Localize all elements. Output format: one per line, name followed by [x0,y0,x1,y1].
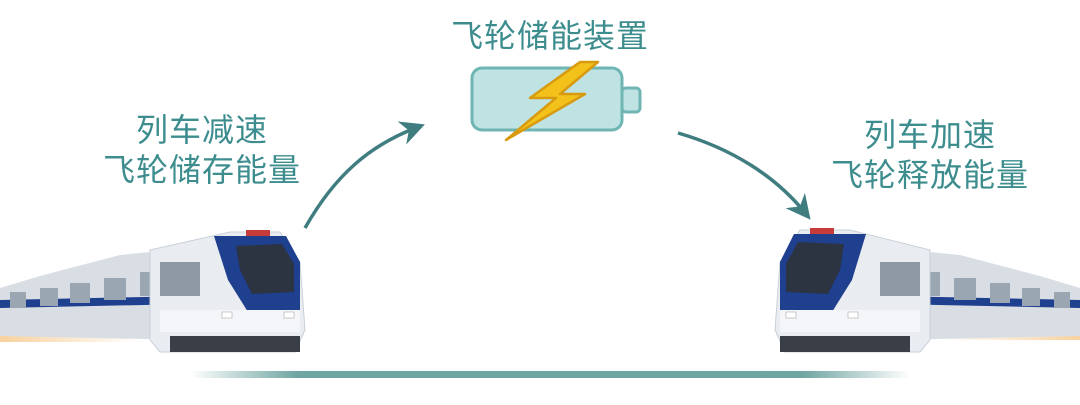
right-caption-line2: 飞轮释放能量 [820,155,1040,195]
flywheel-title: 飞轮储能装置 [440,16,660,56]
train-right [775,228,1080,352]
left-caption: 列车减速 飞轮储存能量 [92,110,312,190]
track-line [190,371,910,378]
train-left [0,230,305,352]
arrow-charge [305,127,418,228]
arrow-discharge [678,133,806,214]
left-caption-line2: 飞轮储存能量 [92,150,312,190]
left-caption-line1: 列车减速 [92,110,312,150]
right-caption-line1: 列车加速 [820,115,1040,155]
right-caption: 列车加速 飞轮释放能量 [820,115,1040,195]
